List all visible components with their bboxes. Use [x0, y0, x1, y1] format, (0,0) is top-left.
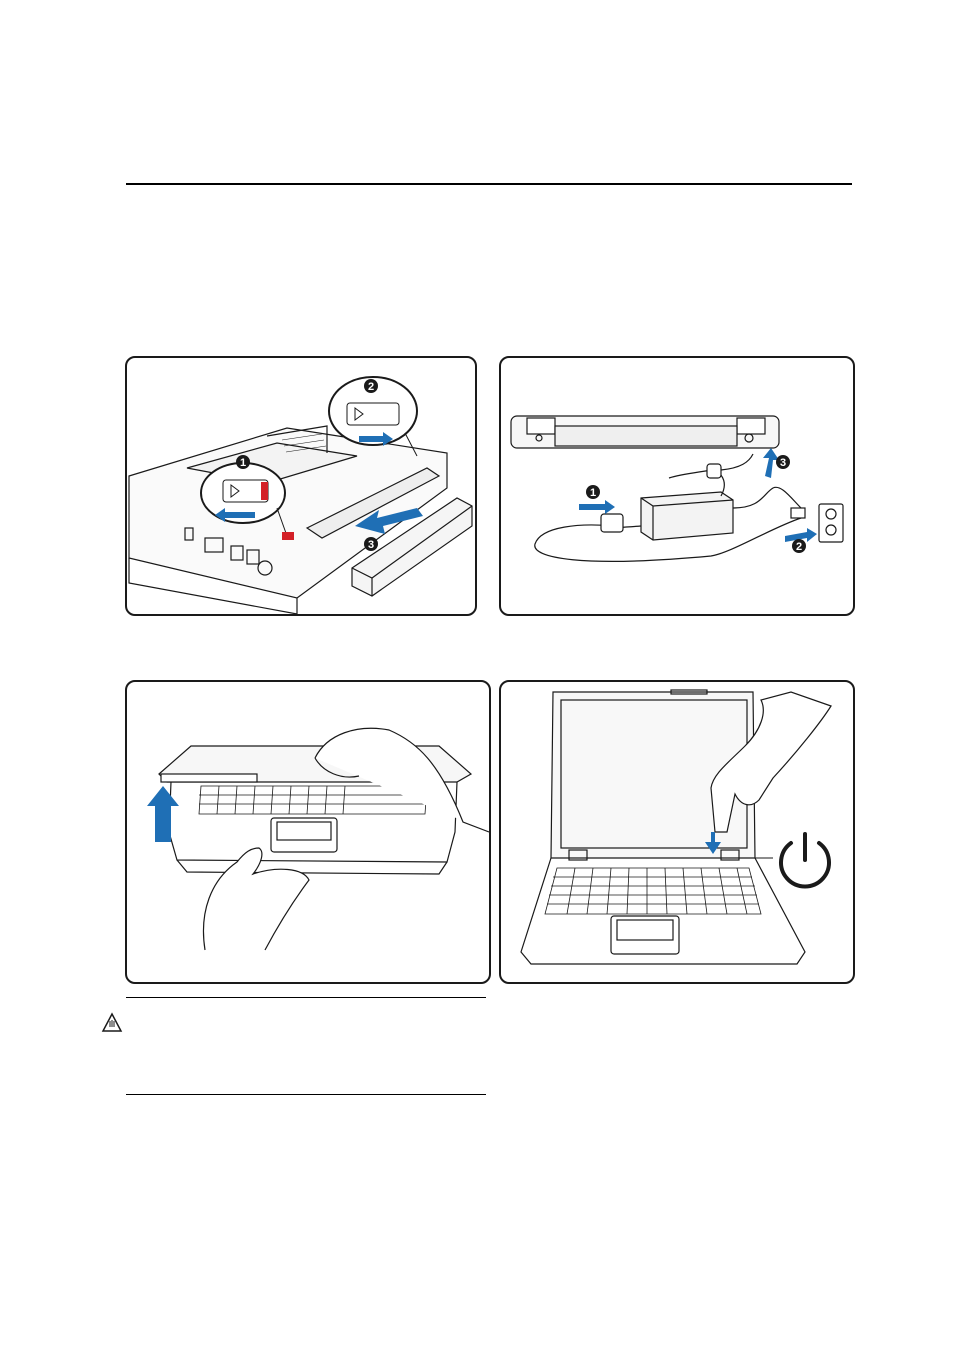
- power-icon: [781, 834, 829, 886]
- svg-text:1: 1: [590, 487, 596, 499]
- svg-text:2: 2: [368, 381, 374, 393]
- lift-arrow: [147, 786, 179, 842]
- ac-adapter-drawing: 1 2 3: [501, 358, 853, 614]
- open-display-drawing: [127, 682, 489, 982]
- step-1-marker: 1: [579, 485, 615, 514]
- svg-text:3: 3: [368, 539, 374, 551]
- battery-install-illustration: 1 2 3: [125, 356, 477, 616]
- battery-install-drawing: 1 2 3: [127, 358, 475, 614]
- step-3-marker: 3: [763, 448, 790, 478]
- warning-hand-icon: [101, 1012, 123, 1034]
- svg-text:3: 3: [780, 457, 786, 469]
- step-2-marker: 2: [785, 528, 817, 553]
- power-on-drawing: [501, 682, 853, 982]
- notice-bottom-rule: [126, 1094, 486, 1095]
- power-on-illustration: [499, 680, 855, 984]
- open-display-illustration: [125, 680, 491, 984]
- notice-top-rule: [126, 997, 486, 998]
- svg-text:2: 2: [796, 541, 802, 553]
- header-rule: [126, 183, 852, 185]
- ac-adapter-illustration: 1 2 3: [499, 356, 855, 616]
- svg-text:1: 1: [240, 457, 246, 469]
